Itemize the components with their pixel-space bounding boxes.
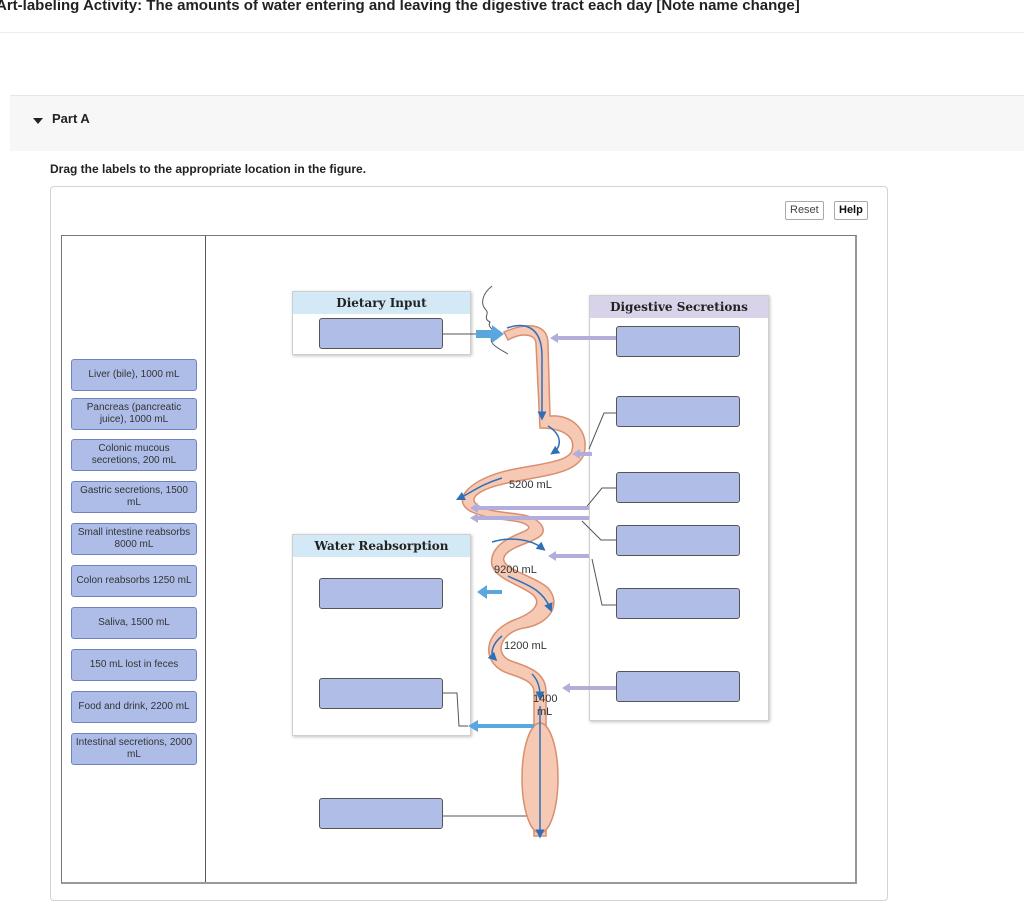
leader-line <box>583 487 616 511</box>
draggable-label[interactable]: Pancreas (pancreatic juice), 1000 mL <box>71 398 197 430</box>
flow-arrow <box>506 324 547 421</box>
leader-line <box>443 692 468 727</box>
flow-arrow <box>547 425 561 455</box>
leader-line <box>591 558 616 606</box>
secretion-arrow <box>550 333 616 343</box>
flow-arrow <box>487 635 503 662</box>
digestive-tract <box>461 325 586 837</box>
flow-arrow <box>491 538 546 551</box>
drop-zone-secretion-1[interactable] <box>616 326 740 357</box>
flow-arrow <box>531 673 545 701</box>
drop-zone-secretion-5[interactable] <box>616 588 740 619</box>
part-header[interactable]: Part A <box>10 95 1024 151</box>
leader-line <box>588 412 616 450</box>
page-title: Art-labeling Activity: The amounts of wa… <box>0 0 800 14</box>
drop-zone-secretion-4[interactable] <box>616 525 740 556</box>
drop-zone-dietary-input[interactable] <box>319 318 443 349</box>
digestive-secretions-heading: Digestive Secretions <box>590 296 768 318</box>
drop-zone-secretion-2[interactable] <box>616 396 740 427</box>
instruction-text: Drag the labels to the appropriate locat… <box>50 162 367 176</box>
volume-label: 5200 mL <box>509 479 552 491</box>
volume-label: 1400 <box>533 693 557 705</box>
draggable-label[interactable]: Intestinal secretions, 2000 mL <box>71 733 197 765</box>
leader-line <box>581 520 616 541</box>
dietary-input-heading: Dietary Input <box>293 292 470 314</box>
drop-zone-reabsorption-1[interactable] <box>319 578 443 609</box>
flow-arrow <box>507 575 553 613</box>
draggable-label[interactable]: Colonic mucous secretions, 200 mL <box>71 439 197 471</box>
secretion-arrow <box>548 551 589 561</box>
draggable-label[interactable]: Liver (bile), 1000 mL <box>71 359 197 391</box>
draggable-label[interactable]: Colon reabsorbs 1250 mL <box>71 565 197 597</box>
label-bank-divider <box>205 236 206 882</box>
drop-zone-secretion-3[interactable] <box>616 472 740 503</box>
drop-zone-secretion-6[interactable] <box>616 671 740 702</box>
digestive-tract-diagram: 5200 mL 9200 mL 1200 mL 1400 mL <box>443 285 616 839</box>
help-button[interactable]: Help <box>834 201 868 220</box>
volume-label: 1200 mL <box>504 640 547 652</box>
face-profile-icon <box>482 285 509 355</box>
draggable-label[interactable]: Saliva, 1500 mL <box>71 607 197 639</box>
secretion-arrows <box>470 333 616 693</box>
water-arrows <box>468 325 534 732</box>
volume-label: 9200 mL <box>494 564 537 576</box>
draggable-label[interactable]: Food and drink, 2200 mL <box>71 691 197 723</box>
part-label: Part A <box>52 111 90 126</box>
flow-arrow <box>455 477 503 501</box>
draggable-label[interactable]: 150 mL lost in feces <box>71 649 197 681</box>
draggable-label[interactable]: Small intestine reabsorbs 8000 mL <box>71 523 197 555</box>
drop-zone-feces[interactable] <box>319 798 443 829</box>
triangle-down-icon[interactable] <box>33 118 43 124</box>
reabsorption-arrow <box>477 585 502 599</box>
water-reabsorption-heading: Water Reabsorption <box>293 535 470 557</box>
volume-label: mL <box>537 706 552 718</box>
secretion-arrow <box>470 503 589 513</box>
drop-zone-reabsorption-2[interactable] <box>319 678 443 709</box>
title-divider <box>0 32 1024 33</box>
draggable-label[interactable]: Gastric secretions, 1500 mL <box>71 481 197 513</box>
reset-button[interactable]: Reset <box>785 201 824 220</box>
digestive-secretions-panel: Digestive Secretions <box>589 295 769 721</box>
inflow-arrow <box>476 325 504 343</box>
labeling-workspace: Liver (bile), 1000 mL Pancreas (pancreat… <box>61 235 857 884</box>
secretion-arrow <box>562 683 616 693</box>
secretion-arrow <box>572 449 592 459</box>
secretion-arrow <box>470 513 589 523</box>
reabsorption-arrow <box>468 720 534 732</box>
